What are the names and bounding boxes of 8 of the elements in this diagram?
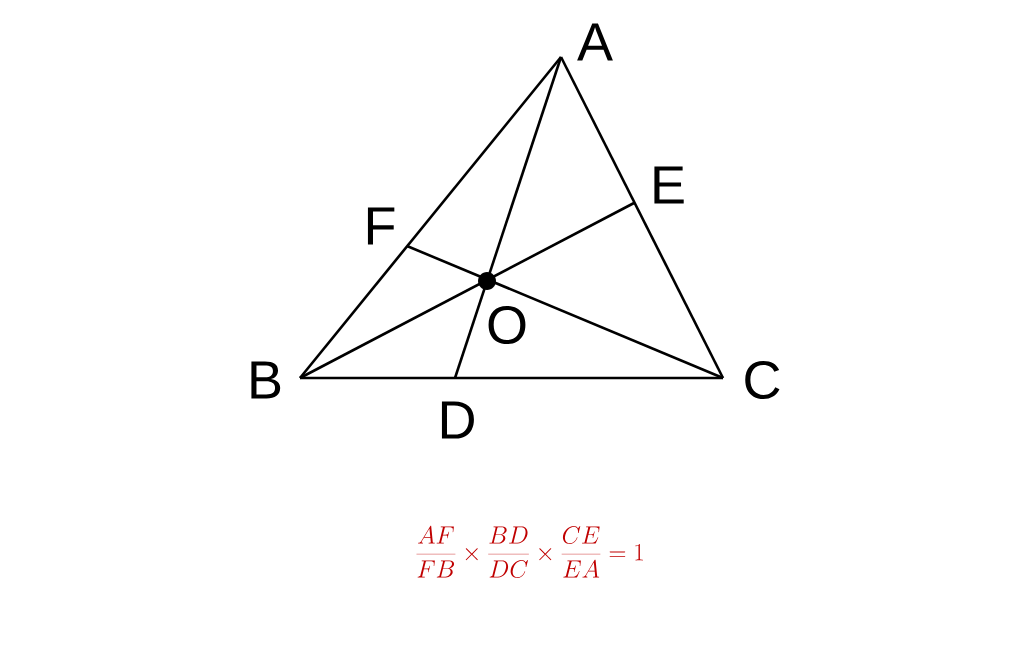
point-label: D bbox=[441, 401, 474, 439]
point-label: O bbox=[488, 305, 526, 345]
point-label: B bbox=[251, 361, 281, 399]
point-label: E bbox=[654, 166, 684, 204]
point-label: F bbox=[367, 207, 395, 245]
point-label: C bbox=[745, 360, 780, 400]
formula: $\frac{AF}{FB}\times\frac{BD}{DC}\times\frac{CE}{EA}=1$ bbox=[416, 525, 643, 578]
point-label: A bbox=[577, 23, 613, 61]
